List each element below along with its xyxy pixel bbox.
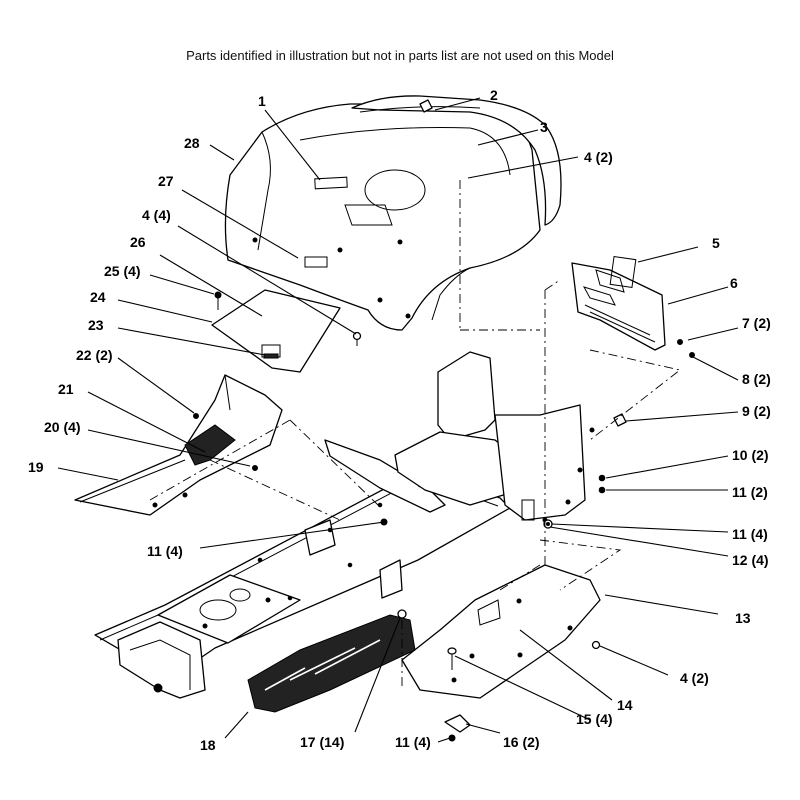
callout-13: 13 xyxy=(735,610,751,626)
callout-6: 6 xyxy=(730,275,738,291)
callout-27: 27 xyxy=(158,173,174,189)
carriage-bolt-part xyxy=(447,647,457,670)
nut-part xyxy=(689,352,695,358)
callout-4-b: 4 (4) xyxy=(142,207,171,223)
dash-panel-part xyxy=(211,289,341,373)
callout-3: 3 xyxy=(540,119,548,135)
callout-21: 21 xyxy=(58,381,74,397)
callout-1: 1 xyxy=(258,93,266,109)
callout-11-a: 11 (2) xyxy=(732,484,768,500)
callout-23: 23 xyxy=(88,317,104,333)
left-footrest-part xyxy=(74,374,283,516)
lower-screw-part xyxy=(591,640,601,650)
screw-part xyxy=(214,291,222,310)
lock-nut-part xyxy=(380,518,388,526)
callout-16: 16 (2) xyxy=(503,734,540,750)
callout-5: 5 xyxy=(712,235,720,251)
floor-mat-part xyxy=(247,614,416,713)
dash-bracket-part xyxy=(571,256,666,351)
lock-washer-part xyxy=(598,474,606,482)
callout-10: 10 (2) xyxy=(732,447,769,463)
rivet-part xyxy=(397,609,407,619)
callout-9: 9 (2) xyxy=(742,403,771,419)
callout-28: 28 xyxy=(184,135,200,151)
clip-part xyxy=(419,99,433,113)
callout-11-c: 11 (4) xyxy=(147,543,183,559)
callout-11-d: 11 (4) xyxy=(395,734,431,750)
callout-18: 18 xyxy=(200,737,216,753)
seat-support-part xyxy=(394,351,595,523)
callout-12: 12 (4) xyxy=(732,552,769,568)
callout-26: 26 xyxy=(130,234,146,250)
callout-20: 20 (4) xyxy=(44,419,81,435)
callout-4-c: 4 (2) xyxy=(680,670,709,686)
mounting-bracket-part xyxy=(444,714,471,742)
leader-lines xyxy=(57,97,739,743)
callout-19: 19 xyxy=(28,459,44,475)
callout-labels: 1 2 3 4 (2) 4 (4) 4 (2) 5 6 7 (2) 8 (2) … xyxy=(28,87,771,753)
callout-2: 2 xyxy=(490,87,498,103)
callout-4-a: 4 (2) xyxy=(584,149,613,165)
hood-screw-part xyxy=(352,331,362,346)
nut-part-2 xyxy=(598,486,606,494)
callout-7: 7 (2) xyxy=(742,315,771,331)
callout-24: 24 xyxy=(90,289,106,305)
parts-list-note: Parts identified in illustration but not… xyxy=(186,48,614,63)
callout-15: 15 (4) xyxy=(576,711,613,727)
callout-17: 17 (14) xyxy=(300,734,344,750)
main-frame-part xyxy=(94,439,511,699)
callout-22: 22 (2) xyxy=(76,347,113,363)
callout-25: 25 (4) xyxy=(104,263,141,279)
alignment-lines xyxy=(149,180,682,690)
bolt-part xyxy=(677,339,683,345)
callout-14: 14 xyxy=(617,697,633,713)
callout-11-b: 11 (4) xyxy=(732,526,768,542)
grille-strip-part xyxy=(351,95,562,226)
clip-nut-part xyxy=(613,413,627,427)
callout-8: 8 (2) xyxy=(742,371,771,387)
